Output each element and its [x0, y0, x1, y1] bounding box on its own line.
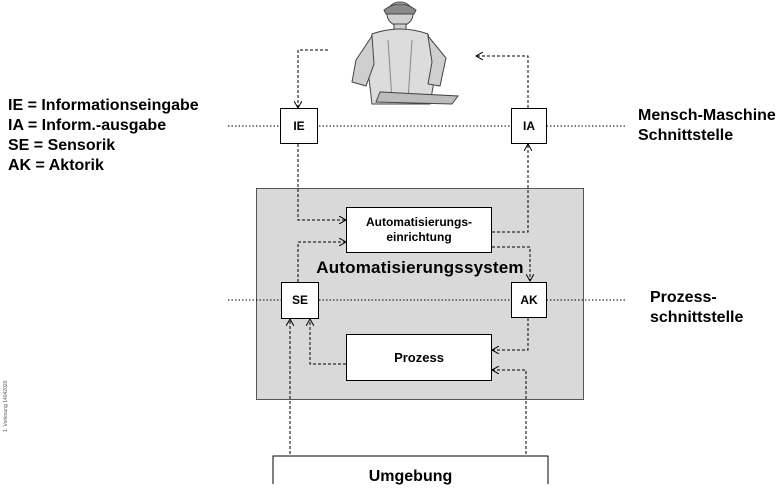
arrow-prozess-to-se [310, 319, 346, 365]
arrow-human-to-ie [298, 49, 328, 108]
label-ps-line2: schnittstelle [650, 309, 744, 326]
arrow-ie-to-ae [297, 144, 346, 220]
legend-se: SE = Sensorik [8, 137, 116, 154]
arrow-se-to-ae [297, 242, 346, 282]
block-umgebung: Umgebung [368, 468, 453, 485]
operator-icon [351, 1, 459, 105]
block-prozess: Prozess [346, 334, 492, 381]
arrow-ae-to-ia [492, 144, 528, 233]
arrow-ak-to-prozess [492, 318, 529, 350]
block-ak: AK [511, 282, 547, 318]
arrow-umgebung-to-prozess [492, 370, 527, 454]
block-automatisierungseinrichtung: Automatisierungs- einrichtung [346, 207, 492, 253]
arrow-ia-to-human [476, 56, 529, 108]
label-mensch-maschine-schnittstelle: Mensch-Maschine Schnittstelle [638, 106, 776, 146]
ae-line2: einrichtung [386, 230, 452, 244]
block-se: SE [281, 282, 319, 319]
ae-line1: Automatisierungs- [365, 215, 472, 229]
footer-note: 1. Vorlesung 14042020 [3, 380, 9, 432]
legend-ia: IA = Inform.-ausgabe [8, 117, 167, 134]
umgebung-box [272, 455, 549, 484]
legend-ak: AK = Aktorik [8, 157, 104, 174]
label-prozess-schnittstelle: Prozess- schnittstelle [650, 288, 743, 328]
arrow-ae-to-ak [492, 246, 530, 281]
label-ps-line1: Prozess- [650, 289, 717, 306]
legend-ie: IE = Informationseingabe [8, 97, 199, 114]
label-mm-line2: Schnittstelle [638, 127, 734, 144]
block-ie: IE [280, 108, 318, 144]
legend: IE = Informationseingabe IA = Inform.-au… [8, 96, 199, 176]
block-ia: IA [511, 108, 547, 144]
label-mm-line1: Mensch-Maschine [638, 107, 776, 124]
automatisierungssystem-label: Automatisierungssystem [316, 258, 524, 277]
